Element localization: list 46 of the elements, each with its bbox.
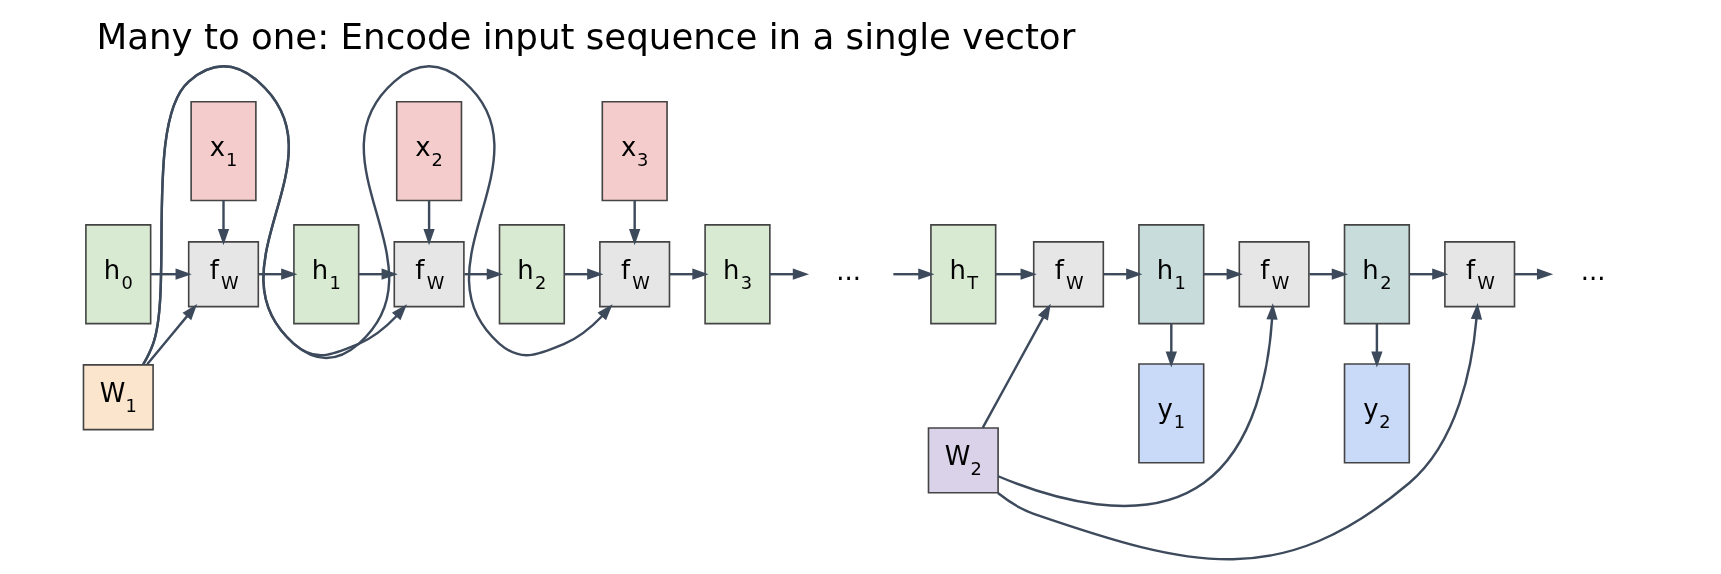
arrow — [564, 268, 604, 280]
node-text: ... — [836, 256, 861, 287]
arrow — [981, 303, 1051, 429]
arrow — [769, 268, 810, 280]
arrow — [423, 200, 435, 246]
node-box: f$_{W}$ — [393, 241, 465, 308]
arrow — [1203, 268, 1243, 280]
arrow — [1309, 268, 1348, 280]
node-box: x$_{2}$ — [395, 101, 463, 202]
node-box: h$_{1}$ — [293, 224, 360, 325]
arrow — [1371, 323, 1383, 368]
arrow — [1514, 268, 1554, 280]
arrow — [146, 304, 198, 366]
node-box: x$_{3}$ — [601, 101, 668, 202]
arrow — [142, 65, 613, 365]
arrow — [258, 268, 298, 280]
arrow — [1103, 268, 1143, 280]
arrow — [1409, 268, 1449, 280]
node-box: f$_{W}$ — [1032, 241, 1105, 308]
node-box: h$_{2}$ — [1343, 224, 1411, 325]
node-box: y$_{2}$ — [1343, 363, 1411, 464]
arrow — [997, 303, 1483, 561]
arrow — [464, 268, 503, 280]
arrow — [217, 200, 230, 246]
node-box: x$_{1}$ — [190, 101, 257, 202]
node-box: W$_{1}$ — [82, 364, 154, 431]
arrow — [997, 303, 1278, 507]
arrow — [996, 268, 1037, 280]
node-box: f$_{W}$ — [1444, 241, 1516, 308]
node-box: h$_{T}$ — [930, 224, 997, 325]
node-box: W$_{2}$ — [927, 427, 999, 494]
node-box: h$_{1}$ — [1138, 224, 1205, 325]
node-box: h$_{0}$ — [85, 224, 152, 325]
node-box: h$_{2}$ — [498, 224, 566, 325]
diagram-title: Many to one: Encode input sequence in a single vector — [96, 16, 1076, 58]
arrow — [893, 268, 935, 280]
node-box: f$_{W}$ — [187, 241, 260, 308]
node-box: f$_{W}$ — [1238, 241, 1310, 308]
node-text: ... — [1580, 256, 1606, 287]
arrow — [629, 200, 641, 246]
node-box: y$_{1}$ — [1138, 363, 1205, 464]
arrow — [151, 268, 192, 280]
node-box: f$_{W}$ — [599, 241, 671, 308]
node-box: h$_{3}$ — [704, 224, 771, 325]
arrow — [1165, 323, 1177, 368]
arrow — [670, 268, 709, 280]
